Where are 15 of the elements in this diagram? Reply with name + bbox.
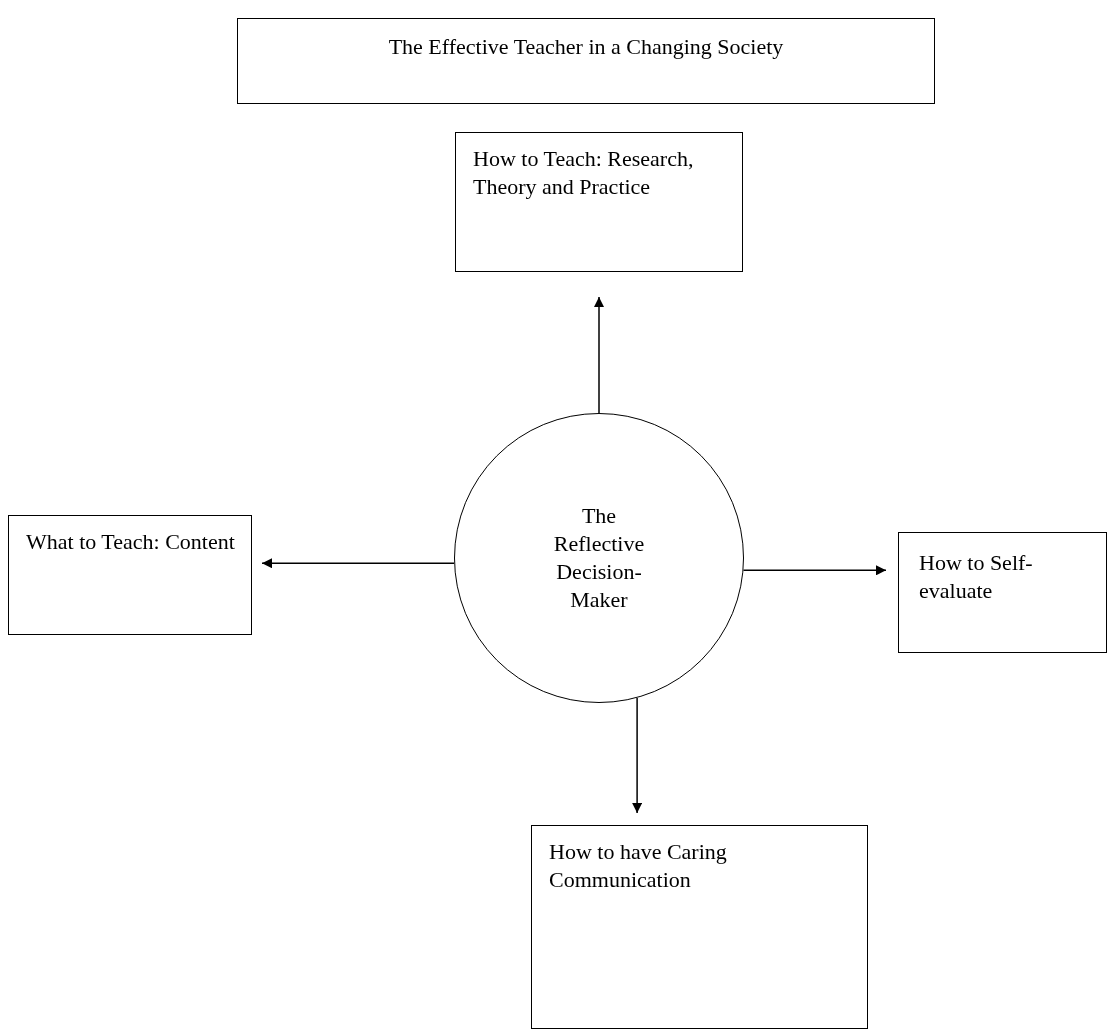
node-text: The Reflective Decision-Maker <box>552 502 646 614</box>
node-text: What to Teach: Content <box>26 528 235 556</box>
node-text: How to have Caring Communication <box>549 838 728 894</box>
arrow <box>632 697 643 814</box>
title-box <box>237 18 935 104</box>
node-text: The Effective Teacher in a Changing Society <box>387 33 785 61</box>
topic-box <box>531 825 868 1029</box>
topic-box <box>8 515 252 635</box>
arrow <box>261 558 455 569</box>
arrow <box>594 296 604 414</box>
arrow <box>742 565 887 576</box>
node-text: How to Teach: Research, Theory and Practice <box>473 145 695 201</box>
topic-box <box>455 132 743 272</box>
topic-box <box>898 532 1107 653</box>
node-text: How to Self-evaluate <box>919 549 1034 605</box>
